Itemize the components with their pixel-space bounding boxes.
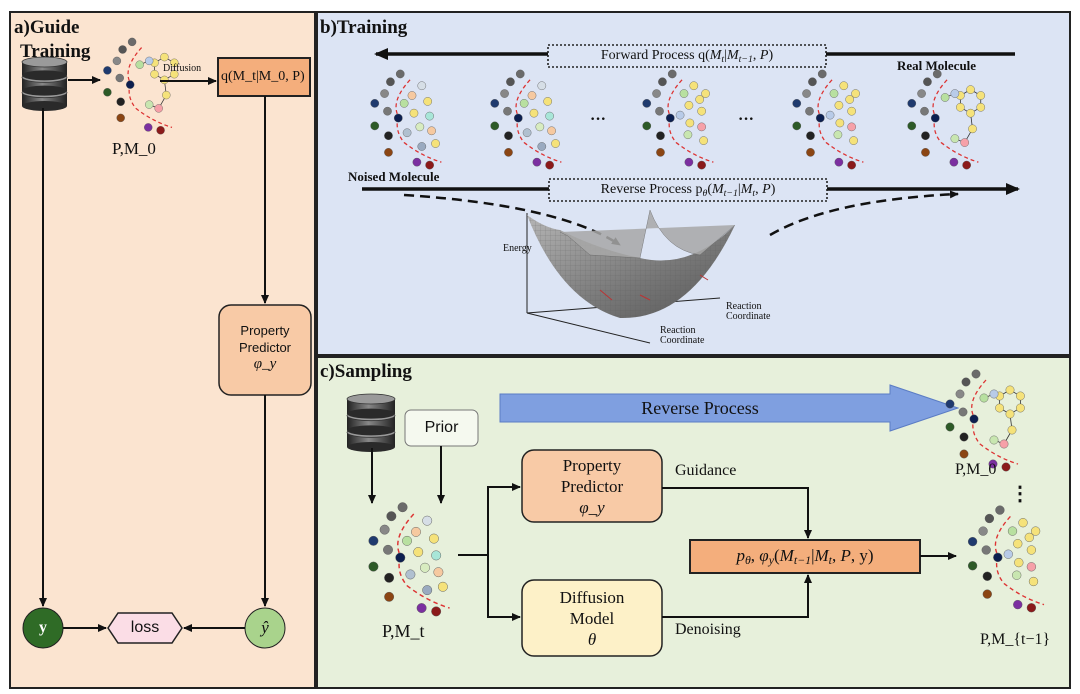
arrow-to-diffusion (487, 555, 521, 621)
noisy-molecule-icon (368, 502, 450, 617)
reverse-process-box (548, 178, 828, 202)
real-molecule-label: Real Molecule (897, 58, 977, 73)
intermediate-molecule-icon (792, 69, 864, 170)
y-label: y (39, 619, 47, 636)
reverse-process-big-label: Reverse Process (641, 398, 759, 418)
denoised-molecule-icon (967, 505, 1045, 613)
output-label: P,M_{t−1} (980, 631, 1051, 648)
predictor-symbol: φ_y (253, 356, 277, 372)
yhat-label: ŷ (261, 618, 269, 637)
guidance-arrow (662, 487, 812, 539)
energy-surface (526, 209, 736, 344)
reverse-process-label: Reverse Process pθ(Mt−1|Mt, P) (600, 182, 776, 199)
reaction-coordinate-label: Reaction Coordinate (660, 325, 705, 346)
sampling-input-label: P,M_t (382, 621, 425, 641)
dashed-path-left (403, 193, 621, 247)
diffusion-line2: Model (569, 609, 615, 628)
database-icon (346, 393, 396, 452)
forward-process-label: Forward Process q(Mt|Mt−1, P) (600, 48, 774, 65)
reaction-coordinate-label: Reaction Coordinate (726, 301, 771, 322)
guide-input-label: P,M_0 (112, 139, 156, 158)
ellipsis: ··· (738, 111, 755, 128)
forward-process-box (547, 44, 827, 68)
predictor-line1: Property (562, 456, 622, 475)
intermediate-molecule-icon (642, 69, 714, 170)
guide-title-line1: a)Guide (14, 17, 80, 38)
output-top-label: P,M_0 (955, 461, 997, 478)
energy-axis-label: Energy (503, 243, 532, 254)
molecule-icon (103, 37, 179, 135)
combined-posterior-label: pθ, φy(Mt−1|Mt, P, y) (736, 546, 874, 567)
predictor-symbol: φ_y (579, 498, 605, 517)
q-box-label: q(M_t|M_0, P) (221, 69, 305, 84)
guidance-label: Guidance (675, 462, 737, 479)
diffusion-model-label: Diffusion Model θ (522, 587, 662, 650)
molecule-icon (103, 37, 179, 135)
predictor-line1: Property (240, 323, 290, 338)
noised-molecule-label: Noised Molecule (348, 169, 440, 184)
diffusion-symbol: θ (587, 630, 597, 649)
predictor-line2: Predictor (560, 477, 624, 496)
sampling-property-predictor-box (521, 449, 663, 523)
predictor-line2: Predictor (238, 340, 292, 355)
database-icon (21, 56, 68, 111)
guide-predictor-label: Property Predictor φ_y (219, 322, 311, 373)
noised-molecule-icon (370, 69, 442, 170)
arrow-to-predictor (458, 483, 521, 556)
diffusion-label: Diffusion (163, 63, 202, 74)
diffusion-line1: Diffusion (559, 588, 625, 607)
sampling-predictor-label: Property Predictor φ_y (522, 455, 662, 518)
ellipsis: ··· (590, 111, 607, 128)
denoising-arrow (662, 574, 812, 618)
loss-node (107, 612, 183, 644)
dashed-path-right (769, 190, 959, 237)
reverse-process-big-arrow (499, 384, 960, 432)
guide-title-line2: Training (20, 41, 91, 62)
prior-label: Prior (424, 419, 459, 436)
combined-posterior-box (689, 539, 921, 574)
generated-molecule-icon (945, 369, 1025, 472)
vertical-ellipsis: ⋮ (1010, 483, 1030, 505)
training-title: b)Training (320, 17, 408, 38)
real-molecule-icon (907, 69, 986, 170)
loss-label: loss (130, 619, 160, 636)
intermediate-molecule-icon (490, 69, 562, 170)
denoising-label: Denoising (675, 621, 741, 638)
sampling-title: c)Sampling (320, 361, 412, 382)
